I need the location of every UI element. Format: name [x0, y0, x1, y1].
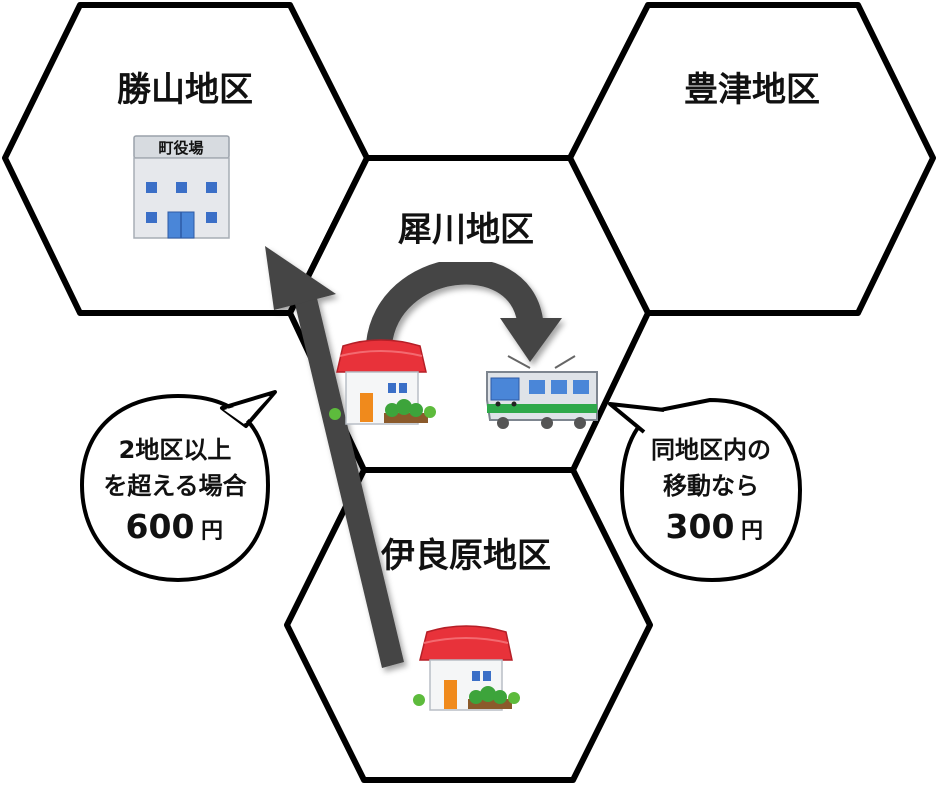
district-label-saigawa: 犀川地区	[398, 210, 534, 250]
bubble-near-line2: 移動なら	[663, 472, 759, 500]
train-icon	[486, 355, 598, 429]
bubble-far-unit: 円	[201, 519, 223, 544]
house-icon-saigawa	[329, 339, 436, 425]
hex-irabaru	[284, 467, 653, 783]
town-hall-sign: 町役場	[158, 139, 203, 157]
district-label-katsuyama: 勝山地区	[117, 70, 253, 110]
bubble-far-line1: 2地区以上	[119, 436, 232, 464]
short-trip-arrow	[366, 258, 562, 362]
bubble-near-price: 300	[666, 507, 735, 546]
district-label-toyotsu: 豊津地区	[684, 70, 820, 110]
house-icon-irabaru	[413, 625, 520, 711]
district-label-irabaru: 伊良原地区	[380, 536, 551, 576]
town-hall-icon: 町役場	[133, 135, 230, 239]
long-trip-arrow	[265, 246, 404, 668]
bubble-far-price: 600	[126, 507, 195, 546]
fare-bubble-near: 同地区内の 移動なら 300 円	[608, 398, 802, 582]
bubble-far-line2: を超える場合	[103, 472, 247, 500]
fare-bubble-far: 2地区以上 を超える場合 600 円	[80, 390, 277, 582]
bubble-near-unit: 円	[741, 519, 763, 544]
bubble-near-line1: 同地区内の	[651, 436, 771, 464]
